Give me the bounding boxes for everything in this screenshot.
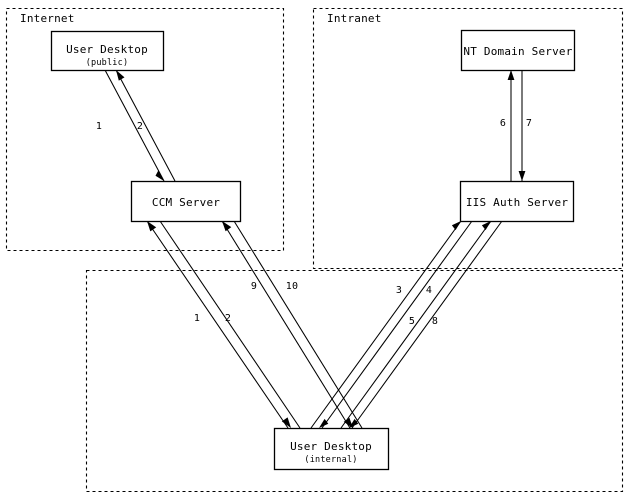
step-label-5: 5 bbox=[409, 316, 415, 327]
step-label-1-public: 1 bbox=[96, 121, 102, 132]
flow-line-8 bbox=[351, 220, 503, 429]
node-box-ccm-server[interactable] bbox=[130, 180, 242, 223]
arrow-head-1-public bbox=[155, 170, 164, 181]
step-label-9: 9 bbox=[251, 281, 257, 292]
arrow-head-2-internal bbox=[281, 417, 291, 428]
node-title-ccm-server: CCM Server bbox=[152, 196, 220, 209]
flow-line-1-internal bbox=[146, 220, 289, 429]
flow-line-9 bbox=[221, 220, 351, 429]
flow-line-10 bbox=[233, 220, 363, 429]
arrow-head-3 bbox=[451, 221, 461, 231]
zone-label-internet: Internet bbox=[20, 12, 75, 25]
node-box-iis-auth-server[interactable] bbox=[459, 180, 575, 223]
node-box-nt-domain-server[interactable] bbox=[460, 29, 576, 72]
flow-internal-desktop-iis-34 bbox=[310, 220, 473, 429]
step-label-6: 6 bbox=[500, 118, 506, 129]
flow-internal-desktop-ccm-12 bbox=[146, 220, 301, 429]
flow-internal-desktop-ccm-910 bbox=[221, 220, 363, 429]
node-title-user-desktop-public: User Desktop bbox=[66, 43, 148, 56]
flow-public-desktop-ccm bbox=[104, 69, 176, 182]
node-box-user-desktop-public[interactable] bbox=[50, 30, 165, 72]
node-iis-auth-server[interactable]: IIS Auth Server bbox=[459, 180, 575, 223]
zone-internet-border bbox=[5, 7, 285, 252]
arrow-head-8 bbox=[349, 418, 359, 428]
zone-label-intranet: Intranet bbox=[327, 12, 382, 25]
arrow-head-6 bbox=[507, 70, 515, 80]
node-title-iis-auth-server: IIS Auth Server bbox=[466, 196, 569, 209]
node-nt-domain-server[interactable]: NT Domain Server bbox=[460, 29, 576, 72]
flow-internal-desktop-iis-58 bbox=[340, 220, 503, 429]
node-user-desktop-public[interactable]: User Desktop (public) bbox=[50, 30, 165, 72]
flow-iis-nt-domain bbox=[507, 70, 526, 181]
step-label-4: 4 bbox=[426, 285, 432, 296]
flow-line-5 bbox=[340, 220, 492, 429]
flow-line-1-public bbox=[104, 69, 165, 182]
zone-intranet-border bbox=[312, 7, 624, 270]
arrow-head-4 bbox=[319, 418, 329, 428]
step-label-2-internal: 2 bbox=[225, 313, 231, 324]
arrow-head-9 bbox=[222, 221, 232, 232]
step-label-8: 8 bbox=[432, 316, 438, 327]
node-title-nt-domain-server: NT Domain Server bbox=[463, 45, 572, 58]
node-subtitle-user-desktop-internal: (internal) bbox=[304, 455, 357, 465]
node-user-desktop-internal[interactable]: User Desktop (internal) bbox=[273, 427, 390, 471]
zone-boundaries bbox=[5, 7, 624, 493]
node-title-user-desktop-internal: User Desktop bbox=[290, 440, 372, 453]
flow-line-3 bbox=[310, 220, 462, 429]
arrow-head-5 bbox=[481, 221, 491, 231]
flow-line-2-public bbox=[115, 69, 176, 182]
step-label-7: 7 bbox=[526, 118, 532, 129]
node-ccm-server[interactable]: CCM Server bbox=[130, 180, 242, 223]
step-label-1-internal: 1 bbox=[194, 313, 200, 324]
arrow-head-2-public bbox=[116, 70, 125, 81]
node-subtitle-user-desktop-public: (public) bbox=[86, 58, 129, 68]
arrow-head-7 bbox=[518, 171, 526, 181]
step-label-2-public: 2 bbox=[137, 121, 143, 132]
node-box-user-desktop-internal[interactable] bbox=[273, 427, 390, 471]
step-label-3: 3 bbox=[396, 285, 402, 296]
flow-line-4 bbox=[321, 220, 473, 429]
step-label-10: 10 bbox=[286, 281, 298, 292]
arrow-head-1-internal bbox=[147, 221, 157, 232]
flow-line-2-internal bbox=[159, 220, 301, 429]
